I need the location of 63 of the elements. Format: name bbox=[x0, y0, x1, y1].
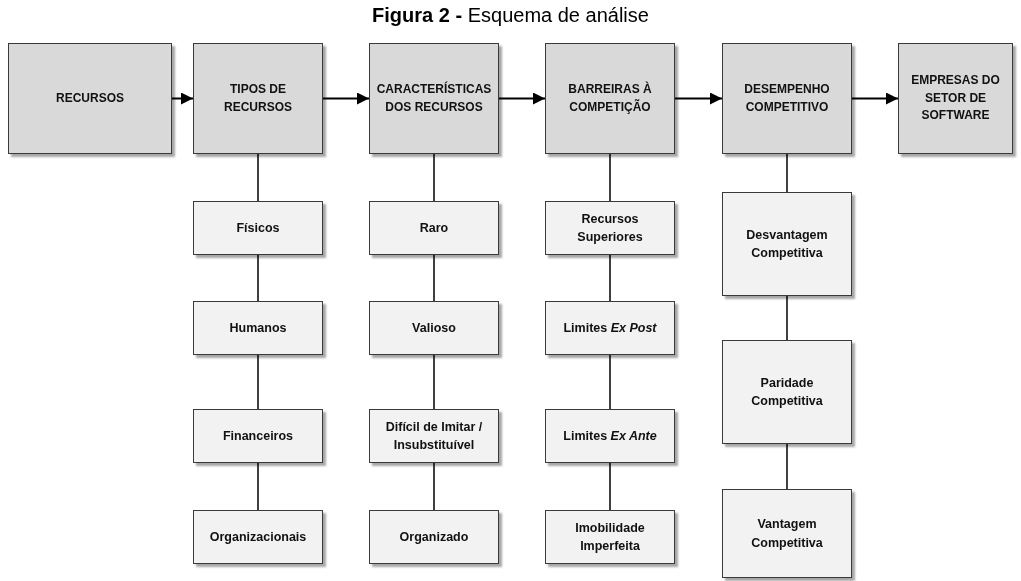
arrow bbox=[498, 92, 546, 105]
arrow bbox=[322, 92, 370, 105]
connector-line bbox=[786, 153, 788, 193]
box-label: Organizado bbox=[399, 528, 469, 546]
item-box bbox=[722, 340, 852, 444]
box-label: Organizacionais bbox=[209, 528, 307, 546]
connector-line bbox=[257, 354, 259, 410]
box-label: Desvantagem Competitiva bbox=[745, 226, 829, 262]
figure-title: Figura 2 - Esquema de análise bbox=[371, 4, 650, 27]
box-label: CARACTERÍSTICAS DOS RECURSOS bbox=[376, 81, 492, 116]
connector-line bbox=[433, 462, 435, 511]
box-label: Recursos Superiores bbox=[576, 210, 644, 246]
box-label: Paridade Competitiva bbox=[750, 374, 824, 410]
box-label: Valioso bbox=[412, 319, 456, 337]
connector-line bbox=[609, 254, 611, 302]
connector-line bbox=[609, 462, 611, 511]
box-label: Limites Ex Post bbox=[563, 319, 657, 337]
category-box bbox=[193, 43, 323, 154]
category-box bbox=[898, 43, 1013, 154]
item-box bbox=[369, 301, 499, 355]
category-box bbox=[8, 43, 172, 154]
box-label: EMPRESAS DO SETOR DE SOFTWARE bbox=[910, 72, 1001, 125]
item-box bbox=[545, 409, 675, 463]
box-label: Difícil de Imitar / Insubstituível bbox=[384, 418, 484, 454]
box-label: Físicos bbox=[236, 219, 280, 237]
box-label: RECURSOS bbox=[56, 89, 124, 107]
connector-line bbox=[433, 354, 435, 410]
item-box bbox=[193, 301, 323, 355]
connector-line bbox=[786, 443, 788, 490]
box-label: Humanos bbox=[229, 319, 287, 337]
box-label: Financeiros bbox=[222, 427, 294, 445]
item-box bbox=[369, 409, 499, 463]
category-box bbox=[722, 43, 852, 154]
arrow bbox=[851, 92, 899, 105]
box-label: Raro bbox=[419, 219, 449, 237]
box-label: Vantagem Competitiva bbox=[750, 516, 824, 552]
category-box bbox=[545, 43, 675, 154]
item-box bbox=[193, 510, 323, 564]
item-box bbox=[545, 510, 675, 564]
connector-line bbox=[257, 153, 259, 202]
arrow bbox=[674, 92, 723, 105]
box-label: TIPOS DE RECURSOS bbox=[223, 81, 293, 116]
item-box bbox=[545, 201, 675, 255]
item-box bbox=[722, 489, 852, 578]
item-box bbox=[722, 192, 852, 296]
connector-line bbox=[257, 254, 259, 302]
box-label: DESEMPENHO COMPETITIVO bbox=[743, 81, 831, 116]
box-label: BARREIRAS À COMPETIÇÃO bbox=[567, 81, 653, 116]
box-label: Limites Ex Ante bbox=[563, 427, 657, 445]
item-box bbox=[193, 409, 323, 463]
connector-line bbox=[609, 354, 611, 410]
item-box bbox=[193, 201, 323, 255]
category-box bbox=[369, 43, 499, 154]
connector-line bbox=[786, 295, 788, 341]
item-box bbox=[369, 201, 499, 255]
item-box bbox=[545, 301, 675, 355]
box-label: Imobilidade Imperfeita bbox=[574, 519, 646, 555]
arrow bbox=[171, 92, 194, 105]
item-box bbox=[369, 510, 499, 564]
connector-line bbox=[609, 153, 611, 202]
connector-line bbox=[433, 153, 435, 202]
connector-line bbox=[257, 462, 259, 511]
connector-line bbox=[433, 254, 435, 302]
